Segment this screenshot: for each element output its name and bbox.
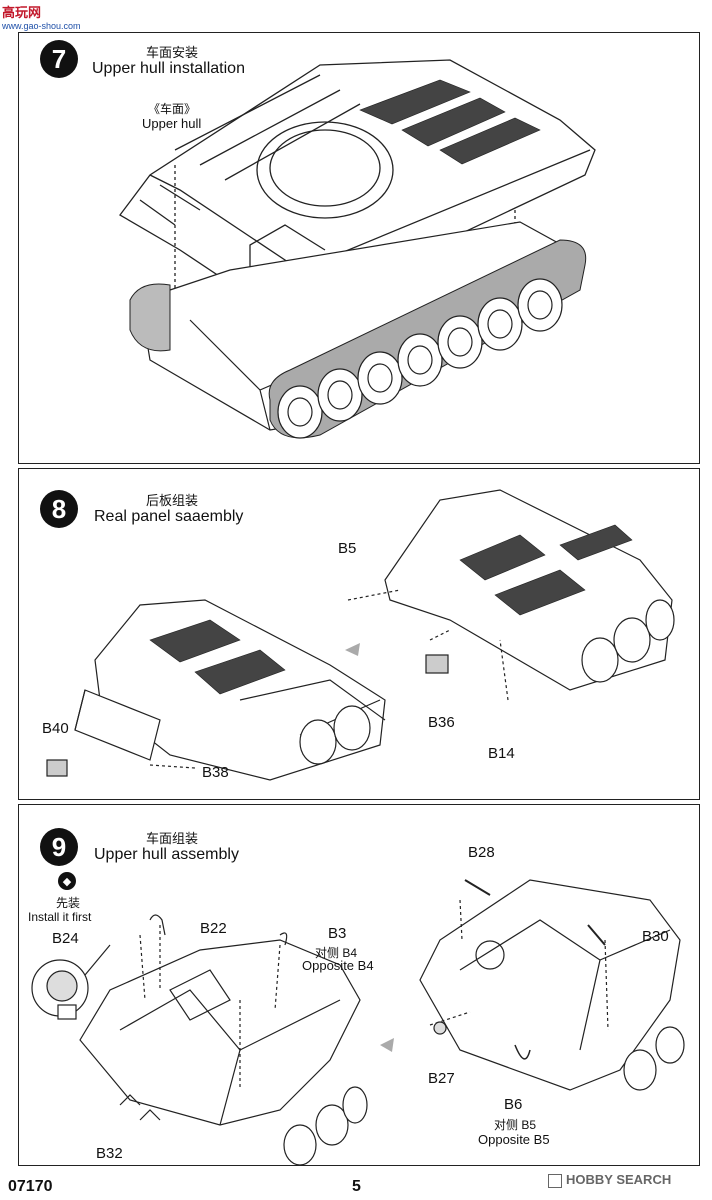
opposite-B5-cn: 对侧 B5 [494, 1118, 537, 1132]
label-B40: B40 [42, 720, 69, 737]
logo-text: 高玩网 [2, 5, 42, 20]
label-B30: B30 [642, 928, 669, 945]
step-8-title-cn: 后板组装 [146, 493, 199, 508]
install-first-cn: 先装 [56, 896, 81, 910]
opposite-B4-en: Opposite B4 [302, 958, 374, 973]
page-number: 5 [352, 1178, 361, 1195]
step-7-number: 7 [40, 40, 78, 78]
opposite-B4-cn: 对侧 B4 [315, 946, 358, 960]
step-9-title-en: Upper hull assembly [94, 846, 239, 863]
step-8-number: 8 [40, 490, 78, 528]
label-B24: B24 [52, 930, 79, 947]
label-B14: B14 [488, 745, 515, 762]
label-B5: B5 [338, 540, 357, 557]
step-9-number: 9 [40, 828, 78, 866]
label-B28: B28 [468, 844, 495, 861]
install-first-en: Install it first [28, 910, 92, 924]
opposite-B5-en: Opposite B5 [478, 1132, 550, 1147]
step-9-panel [18, 804, 700, 1166]
upper-hull-callout-en: Upper hull [142, 116, 202, 131]
label-B22: B22 [200, 920, 227, 937]
logo-url: www.gao-shou.com [2, 21, 81, 31]
install-first-icon: ◆ [58, 872, 76, 890]
site-logo: 高玩网 www.gao-shou.com [2, 2, 81, 31]
label-B36: B36 [428, 714, 455, 731]
label-B6: B6 [504, 1096, 523, 1113]
step-9-title-cn: 车面组装 [146, 831, 199, 846]
label-B38: B38 [202, 764, 229, 781]
watermark-text: HOBBY SEARCH [566, 1172, 672, 1187]
label-B27: B27 [428, 1070, 455, 1087]
step-7-title-cn: 车面安装 [146, 45, 199, 60]
label-B3: B3 [328, 925, 347, 942]
step-7-panel [18, 32, 700, 464]
label-B32: B32 [96, 1145, 123, 1162]
step-8-panel [18, 468, 700, 800]
product-code: 07170 [8, 1178, 53, 1195]
step-7-illustration [119, 59, 596, 439]
step-7-title-en: Upper hull installation [92, 60, 245, 77]
step-8-title-en: Real panel saaembly [94, 508, 244, 525]
watermark: HOBBY SEARCH [548, 1172, 671, 1188]
watermark-icon [548, 1173, 562, 1188]
upper-hull-callout-cn: 《车面》 [148, 102, 197, 116]
